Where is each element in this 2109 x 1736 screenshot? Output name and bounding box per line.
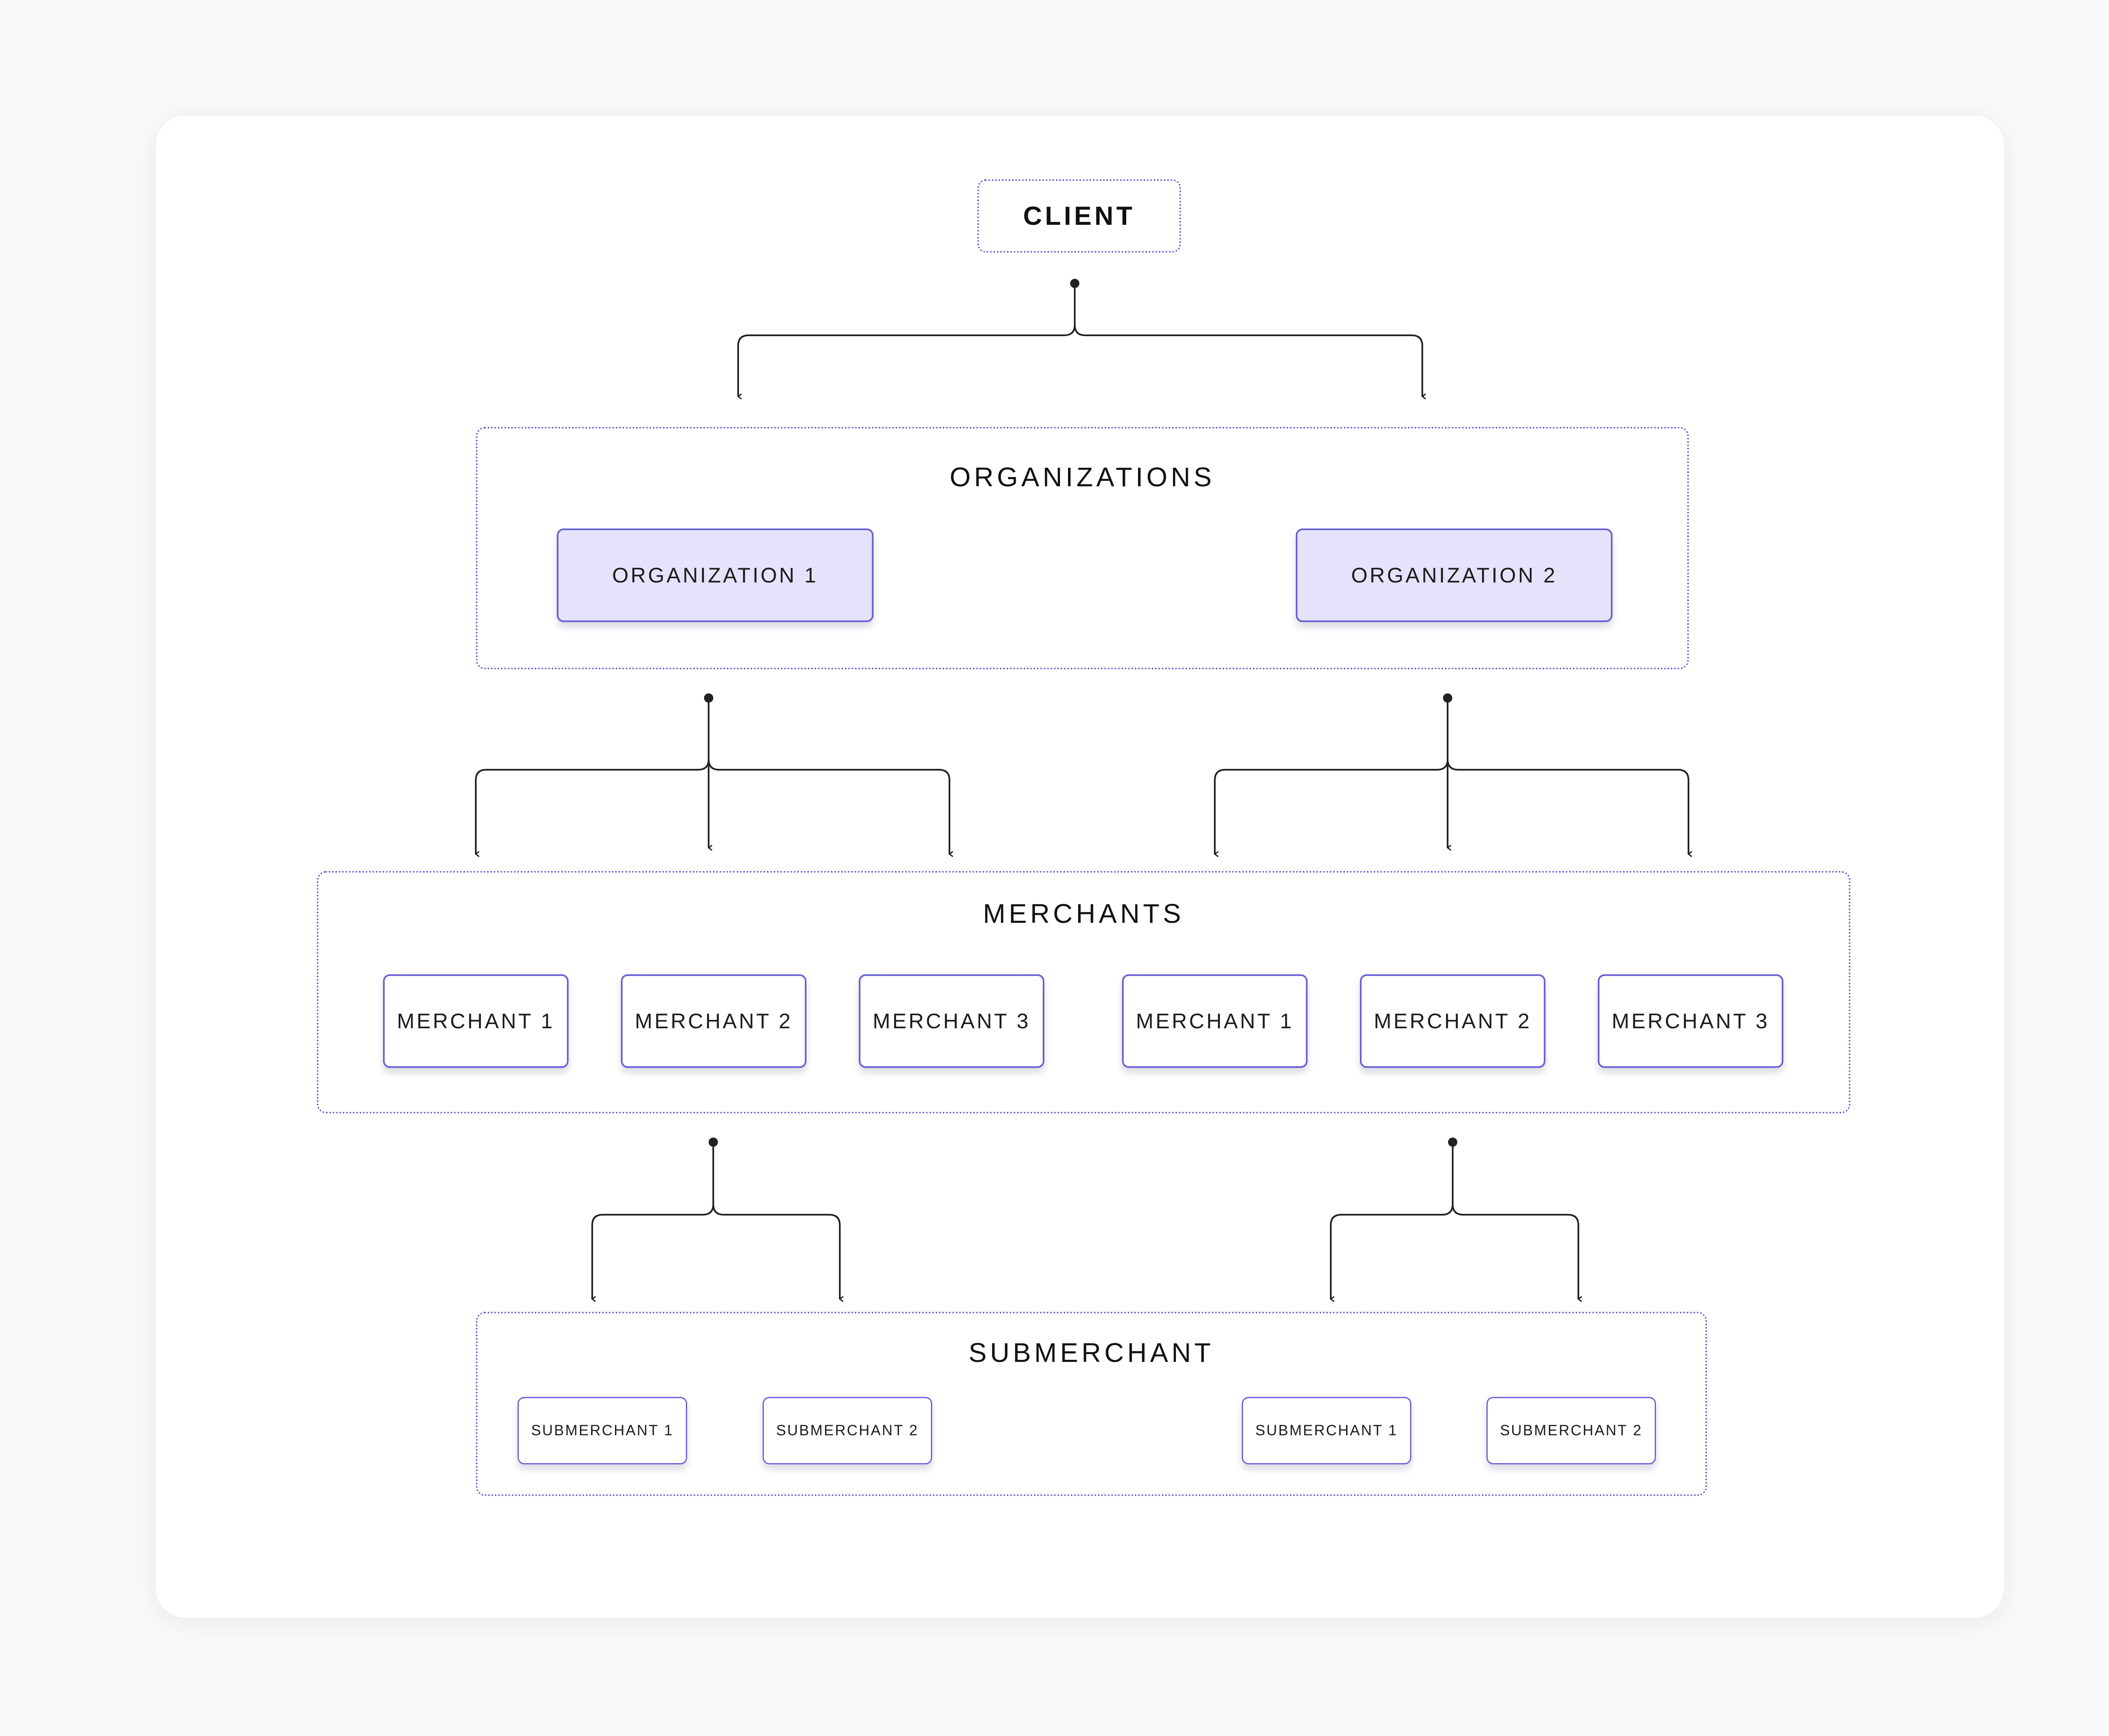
organization-1-node: ORGANIZATION 1 <box>557 528 874 622</box>
submerchant-2-left-node: SUBMERCHANT 2 <box>763 1397 932 1464</box>
submerchant-group: SUBMERCHANT <box>476 1312 1707 1496</box>
submerchant-1-right-node: SUBMERCHANT 1 <box>1242 1397 1411 1464</box>
merchant-left-connector <box>591 1142 840 1299</box>
merchant-3-right-node: MERCHANT 3 <box>1598 974 1783 1068</box>
client-node: CLIENT <box>977 179 1181 253</box>
organization-1-connector-dot <box>704 693 713 703</box>
organization-1-connector <box>475 698 949 854</box>
submerchant-label: SUBMERCHANT 1 <box>531 1422 674 1439</box>
merchants-group: MERCHANTS <box>317 871 1850 1113</box>
organization-1-label: ORGANIZATION 1 <box>612 563 818 587</box>
merchant-1-left-node: MERCHANT 1 <box>383 974 569 1068</box>
submerchant-2-right-node: SUBMERCHANT 2 <box>1486 1397 1656 1464</box>
submerchant-label: SUBMERCHANT 1 <box>1255 1422 1398 1439</box>
organization-2-label: ORGANIZATION 2 <box>1351 563 1557 587</box>
merchant-3-left-node: MERCHANT 3 <box>859 974 1044 1068</box>
merchant-label: MERCHANT 1 <box>1135 1009 1294 1033</box>
merchant-label: MERCHANT 3 <box>1611 1009 1770 1033</box>
merchant-1-right-node: MERCHANT 1 <box>1122 974 1308 1068</box>
organization-2-node: ORGANIZATION 2 <box>1296 528 1613 622</box>
merchant-2-left-node: MERCHANT 2 <box>621 974 806 1068</box>
organization-2-connector <box>1214 698 1688 854</box>
merchant-left-connector-dot <box>709 1138 718 1147</box>
merchant-label: MERCHANT 2 <box>1373 1009 1532 1033</box>
diagram-card <box>156 116 2004 1618</box>
merchant-label: MERCHANT 1 <box>396 1009 555 1033</box>
merchant-right-connector <box>1330 1142 1578 1299</box>
organizations-group: ORGANIZATIONS <box>476 427 1689 669</box>
merchant-label: MERCHANT 3 <box>872 1009 1031 1033</box>
submerchant-label: SUBMERCHANT 2 <box>776 1422 919 1439</box>
merchants-title: MERCHANTS <box>983 898 1184 929</box>
organization-2-connector-dot <box>1443 693 1452 703</box>
client-connector-dot <box>1070 279 1079 288</box>
submerchant-1-left-node: SUBMERCHANT 1 <box>518 1397 687 1464</box>
client-label: CLIENT <box>1023 201 1135 231</box>
client-connector <box>737 283 1422 396</box>
submerchant-label: SUBMERCHANT 2 <box>1500 1422 1642 1439</box>
submerchant-title: SUBMERCHANT <box>968 1337 1214 1368</box>
organizations-title: ORGANIZATIONS <box>949 462 1215 492</box>
merchant-2-right-node: MERCHANT 2 <box>1360 974 1545 1068</box>
merchant-right-connector-dot <box>1448 1138 1457 1147</box>
merchant-label: MERCHANT 2 <box>634 1009 793 1033</box>
